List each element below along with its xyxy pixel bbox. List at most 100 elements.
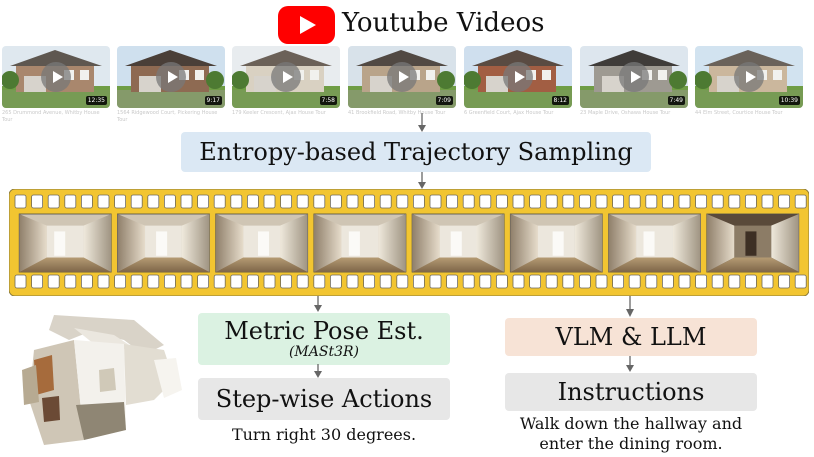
arrow-icon [626, 356, 634, 372]
film-perforation [562, 194, 575, 209]
video-duration: 12:35 [85, 96, 107, 105]
film-perforation [81, 274, 93, 289]
film-perforation [379, 274, 392, 289]
film-perforation [130, 194, 143, 209]
video-caption: 179 Keeler Crescent, Ajax House Tour [232, 110, 326, 116]
film-perforation [296, 194, 309, 209]
play-icon[interactable] [41, 62, 71, 92]
step-wise-actions-box: Step-wise Actions [198, 378, 450, 420]
film-perforation [412, 194, 425, 209]
film-perforation [163, 194, 176, 209]
film-perforation [579, 194, 591, 209]
film-perforation [612, 194, 624, 209]
film-perforation [462, 194, 475, 209]
film-perforation [329, 194, 342, 209]
film-perforation [462, 274, 475, 289]
film-frame-hallway-open-door [313, 213, 407, 273]
film-perforation [711, 194, 724, 209]
vlm-llm-box: VLM & LLM [505, 318, 757, 356]
video-thumbnail[interactable]: 8:12 [464, 46, 572, 108]
arrow-icon [418, 172, 426, 189]
film-perforation [695, 194, 707, 209]
film-perforation [363, 274, 376, 289]
film-perforation [296, 274, 309, 289]
play-icon[interactable] [271, 62, 301, 92]
instructions-label: Instructions [557, 378, 705, 406]
film-perforation [794, 194, 807, 209]
video-thumbnail[interactable]: 7:58 [232, 46, 340, 108]
video-thumbnail[interactable]: 9:17 [117, 46, 225, 108]
film-perforation [529, 194, 541, 209]
arrow-icon [418, 113, 426, 132]
video-thumbnail[interactable]: 7:49 [580, 46, 688, 108]
film-perforation [31, 194, 44, 209]
video-caption: 6 Greenfield Court, Ajax House Tour [464, 110, 554, 116]
film-perforation [711, 274, 724, 289]
film-frame-hallway-with-mirror [18, 213, 112, 273]
film-perforation [562, 274, 575, 289]
film-perforation [346, 194, 359, 209]
film-perforation [230, 194, 243, 209]
film-perforation [628, 274, 641, 289]
title: Youtube Videos [342, 8, 545, 38]
film-perforation [313, 274, 326, 289]
film-perforation [412, 274, 425, 289]
film-perforation [246, 274, 259, 289]
3d-reconstruction-image [22, 315, 182, 445]
play-icon[interactable] [503, 62, 533, 92]
film-perforation [429, 194, 442, 209]
video-duration: 7:58 [319, 96, 337, 105]
video-thumbnail[interactable]: 10:39 [695, 46, 803, 108]
video-caption: 265 Drummond Avenue, Whitby House Tour [2, 110, 100, 123]
film-perforation [446, 194, 459, 209]
film-perforation [197, 274, 210, 289]
film-perforation [595, 194, 608, 209]
video-thumbnail[interactable]: 7:09 [348, 46, 456, 108]
film-perforation [64, 274, 77, 289]
film-perforation [363, 194, 376, 209]
film-perforation [745, 194, 757, 209]
film-perforation [97, 194, 110, 209]
pose-estimation-label: Metric Pose Est. [224, 317, 424, 345]
film-perforation [612, 274, 624, 289]
film-perforation [263, 194, 276, 209]
film-perforation [695, 274, 707, 289]
film-perforation [31, 274, 44, 289]
film-frame-hallway-doorway [117, 213, 210, 273]
instructions-box: Instructions [505, 373, 757, 411]
video-thumbnail[interactable]: 12:35 [2, 46, 110, 108]
film-perforation [728, 194, 741, 209]
play-icon[interactable] [734, 62, 764, 92]
arrow-icon [314, 296, 322, 312]
film-perforation [545, 194, 558, 209]
film-perforation [114, 274, 126, 289]
film-perforation [495, 194, 508, 209]
play-icon[interactable] [387, 62, 417, 92]
film-perforation [778, 194, 790, 209]
film-perforation [64, 194, 77, 209]
film-perforation [329, 274, 342, 289]
film-perforation [230, 274, 243, 289]
film-perforation [662, 194, 674, 209]
video-duration: 10:39 [778, 96, 800, 105]
action-example: Turn right 30 degrees. [231, 425, 417, 444]
film-perforation [512, 274, 525, 289]
film-perforation [429, 274, 442, 289]
film-perforation [263, 274, 276, 289]
film-perforation [778, 274, 790, 289]
film-perforation [379, 194, 392, 209]
video-duration: 8:12 [551, 96, 569, 105]
play-icon[interactable] [156, 62, 186, 92]
arrow-icon [314, 364, 322, 378]
film-perforation [147, 194, 160, 209]
video-caption: 23 Maple Drive, Oshawa House Tour [580, 110, 671, 116]
play-icon[interactable] [619, 62, 649, 92]
film-perforation [130, 274, 143, 289]
pose-estimation-method: (MASt3R) [288, 344, 360, 360]
film-perforation [628, 194, 641, 209]
film-perforation [14, 274, 27, 289]
film-perforation [761, 194, 774, 209]
film-perforation [662, 274, 674, 289]
film-perforation [213, 194, 226, 209]
film-perforation [545, 274, 558, 289]
